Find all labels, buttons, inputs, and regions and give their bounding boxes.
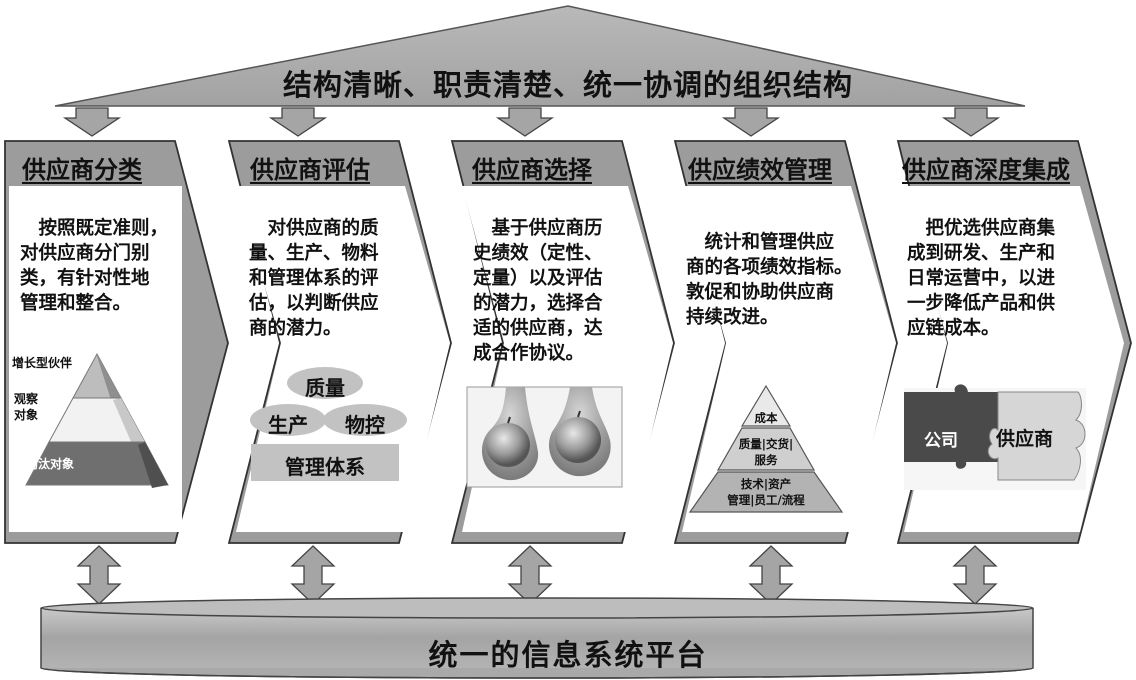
column-title-selection: 供应商选择 [472,155,592,184]
desc-line: 敦促和协助供应商 [686,282,835,303]
double-arrow-3 [507,545,553,605]
desc-line: 商的各项绩效指标。 [686,257,853,278]
desc-line: 管理和整合。 [20,293,132,314]
desc-line: 商的潜力。 [249,318,342,339]
desc-line: 按照既定准则， [20,218,169,239]
pyramid-label-observe-1: 观察 [14,392,39,406]
desc-line: 应链成本。 [907,318,1000,339]
down-arrow-2 [268,107,328,137]
down-arrow-3 [495,107,555,137]
column-desc-integration: 把优选供应商集 成到研发、生产和 日常运营中，以进 一步降低产品和供 应链成本。 [907,216,1055,341]
platform-title: 统一的信息系统平台 [428,638,708,672]
box-management [251,444,399,481]
perf-tier-middle [716,427,816,471]
double-arrow-4 [748,545,794,605]
down-arrow-1 [62,107,122,137]
desc-line: 日常运营中，以进 [907,268,1056,289]
puzzle-label-supplier: 供应商 [996,428,1054,450]
pyramid-label-eliminate: 淘汰对象 [26,457,75,471]
puzzle-label-company: 公司 [924,431,958,451]
desc-line: 适的供应商，达 [473,318,603,339]
desc-line: 和管理体系的评 [249,268,379,289]
eval-graphic [250,367,407,481]
desc-line: 量、生产、物料 [249,243,379,264]
column-desc-selection: 基于供应商历 史绩效（定性、 定量）以及评估 的潜力，选择合 适的供应商，达 成… [473,216,603,366]
column-title-classification: 供应商分类 [22,155,142,184]
desc-line: 成合作协议。 [473,343,585,364]
desc-line: 统计和管理供应 [686,232,835,253]
column-desc-classification: 按照既定准则， 对供应商分门别 类，有针对性地 管理和整合。 [20,216,168,316]
column-title-evaluation: 供应商评估 [250,155,370,184]
pyramid-label-growth-partner: 增长型伙伴 [12,356,73,370]
desc-line: 的潜力，选择合 [473,293,603,314]
desc-line: 基于供应商历 [473,218,603,239]
perf-label-management-staff: 管理|员工/流程 [727,493,805,507]
column-title-integration: 供应商深度集成 [902,155,1070,184]
desc-line: 估，以判断供应 [249,293,379,314]
desc-line: 对供应商的质 [249,218,379,239]
desc-line: 定量）以及评估 [473,268,603,289]
roof-triangle [54,5,1026,107]
oval-control [323,404,407,436]
desc-line: 类，有针对性地 [20,268,150,289]
puzzle-piece-company [904,384,1005,469]
perf-label-service: 服务 [754,453,778,467]
desc-line: 成到研发、生产和 [907,243,1056,264]
performance-pyramid [688,384,844,513]
perf-tier-top [740,384,792,427]
down-arrow-5 [941,107,1001,137]
roof-title: 结构清晰、职责清楚、统一协调的组织结构 [282,68,853,102]
puzzle-graphic [904,384,1086,490]
perf-label-quality-delivery: 质量|交货| [738,437,794,451]
desc-line: 持续改进。 [686,307,779,328]
oval-label-control: 物控 [345,413,385,437]
oval-production [250,404,326,436]
perf-label-cost: 成本 [754,411,778,425]
supplier-pyramid [9,347,180,505]
puzzle-piece-supplier [987,391,1086,481]
perf-tier-bottom [688,471,844,513]
desc-line: 一步降低产品和供 [907,293,1056,314]
desc-line: 史绩效（定性、 [473,243,603,264]
box-label-management: 管理体系 [285,455,365,479]
desc-line: 对供应商分门别 [20,243,150,264]
oval-quality [287,367,363,399]
double-arrow-5 [952,545,998,605]
hands-apples-photo [466,386,623,488]
column-desc-evaluation: 对供应商的质 量、生产、物料 和管理体系的评 估，以判断供应 商的潜力。 [249,216,379,341]
oval-label-production: 生产 [268,413,308,437]
column-title-performance: 供应绩效管理 [688,155,832,184]
desc-line: 把优选供应商集 [907,218,1056,239]
oval-label-quality: 质量 [305,376,345,400]
down-arrows [62,107,1001,137]
info-platform-barrel [40,597,1034,679]
perf-label-tech-asset: 技术|资产 [740,477,792,491]
column-desc-performance: 统计和管理供应 商的各项绩效指标。 敦促和协助供应商 持续改进。 [686,230,853,330]
double-arrow-1 [76,545,122,605]
down-arrow-4 [721,107,781,137]
double-arrow-2 [290,545,336,605]
double-arrows [76,545,998,605]
pyramid-label-observe-2: 对象 [14,408,39,422]
